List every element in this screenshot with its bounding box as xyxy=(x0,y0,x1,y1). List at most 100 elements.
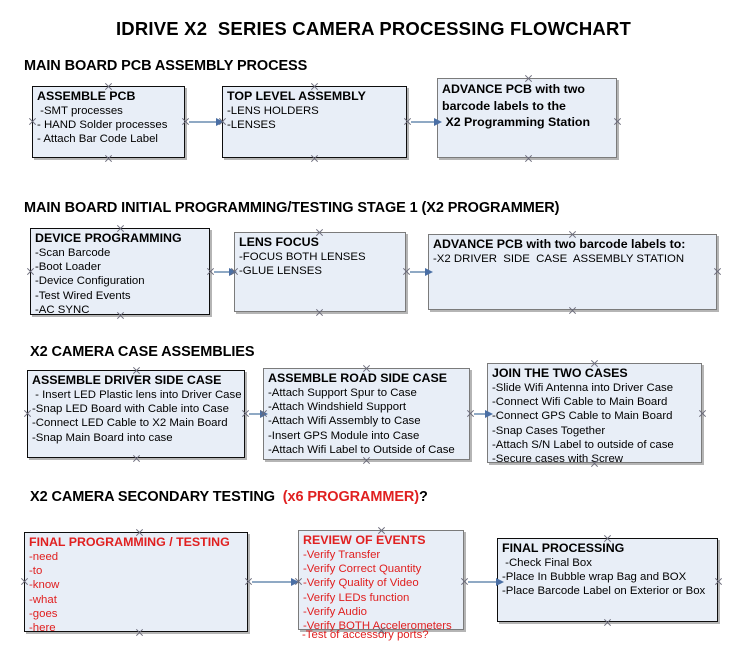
node-top-level-assembly[interactable]: TOP LEVEL ASSEMBLY -LENS HOLDERS -LENSES xyxy=(222,86,407,158)
connection-handle-bottom[interactable] xyxy=(378,627,385,634)
connection-handle-top[interactable] xyxy=(105,83,112,90)
node-review-of-events[interactable]: REVIEW OF EVENTS -Verify Transfer -Verif… xyxy=(298,530,464,633)
node-advance-pcb-programming-station[interactable]: ADVANCE PCB with two barcode labels to t… xyxy=(437,78,617,158)
connection-handle-right[interactable] xyxy=(245,578,252,585)
node-line: -Attach S/N Label to outside of case xyxy=(492,438,674,451)
node-line: -know xyxy=(29,579,60,592)
connection-handle-top[interactable] xyxy=(316,229,323,236)
connection-handle-left[interactable] xyxy=(260,410,267,417)
connection-handle-right[interactable] xyxy=(182,118,189,125)
section-heading-4: X2 CAMERA SECONDARY TESTING (x6 PROGRAMM… xyxy=(30,489,428,505)
node-line: -Verify Audio xyxy=(303,605,367,618)
node-line: -Verify Correct Quantity xyxy=(303,563,422,576)
node-line: -LENSES xyxy=(227,119,276,132)
connection-handle-right[interactable] xyxy=(404,118,411,125)
connection-handle-top[interactable] xyxy=(378,527,385,534)
connection-handle-left[interactable] xyxy=(21,578,28,585)
connection-handle-top[interactable] xyxy=(117,225,124,232)
node-line: -Boot Loader xyxy=(35,261,101,274)
connection-handle-top[interactable] xyxy=(604,535,611,542)
node-title: ADVANCE PCB with two xyxy=(442,82,585,96)
arrow-lens-focus-to-advance-pcb xyxy=(410,267,433,276)
connection-handle-left[interactable] xyxy=(24,410,31,417)
connection-handle-bottom[interactable] xyxy=(569,307,576,314)
node-line: - Attach Bar Code Label xyxy=(37,133,158,146)
node-lens-focus[interactable]: LENS FOCUS -FOCUS BOTH LENSES -GLUE LENS… xyxy=(234,232,406,312)
node-advance-pcb-driver-side-case[interactable]: ADVANCE PCB with two barcode labels to: … xyxy=(428,234,717,310)
connection-handle-right[interactable] xyxy=(461,578,468,585)
node-line: -to xyxy=(29,565,43,578)
section-heading-4-suffix: ? xyxy=(419,489,428,505)
section-heading-1: MAIN BOARD PCB ASSEMBLY PROCESS xyxy=(24,58,308,74)
arrow-final-programming-to-review-events xyxy=(252,577,299,586)
node-title: ASSEMBLE ROAD SIDE CASE xyxy=(268,371,447,385)
node-line: -X2 DRIVER SIDE CASE ASSEMBLY STATION xyxy=(433,253,685,265)
node-line: -Test Wired Events xyxy=(35,289,131,302)
node-overflow-line: -Test of accessory ports? xyxy=(302,629,429,641)
node-title: DEVICE PROGRAMMING xyxy=(35,231,182,245)
connection-handle-left[interactable] xyxy=(295,578,302,585)
section-heading-4-text: X2 CAMERA SECONDARY TESTING xyxy=(30,489,283,505)
arrow-top-level-to-advance-pcb xyxy=(411,117,442,126)
node-line: -Verify Quality of Video xyxy=(303,577,419,590)
connection-handle-right[interactable] xyxy=(403,268,410,275)
connection-handle-top[interactable] xyxy=(569,231,576,238)
page-title: IDRIVE X2 SERIES CAMERA PROCESSING FLOWC… xyxy=(115,18,632,39)
connection-handle-bottom[interactable] xyxy=(311,155,318,162)
node-line: -Scan Barcode xyxy=(35,247,111,259)
node-title: REVIEW OF EVENTS xyxy=(303,533,426,547)
connection-handle-bottom[interactable] xyxy=(133,455,140,462)
node-assemble-pcb[interactable]: ASSEMBLE PCB -SMT processes - HAND Solde… xyxy=(32,86,185,158)
connection-handle-top[interactable] xyxy=(136,529,143,536)
connection-handle-left[interactable] xyxy=(29,118,36,125)
connection-handle-top[interactable] xyxy=(525,75,532,82)
node-final-programming-testing[interactable]: FINAL PROGRAMMING / TESTING -need -to -k… xyxy=(24,532,248,635)
node-device-programming[interactable]: DEVICE PROGRAMMING -Scan Barcode -Boot L… xyxy=(30,228,210,316)
connection-handle-left[interactable] xyxy=(231,268,238,275)
connection-handle-right[interactable] xyxy=(715,578,722,585)
connection-handle-right[interactable] xyxy=(467,410,474,417)
connection-handle-right[interactable] xyxy=(207,268,214,275)
connection-handle-top[interactable] xyxy=(363,365,370,372)
node-title: ASSEMBLE DRIVER SIDE CASE xyxy=(32,373,222,387)
connection-handle-right[interactable] xyxy=(699,410,706,417)
node-line: -Insert GPS Module into Case xyxy=(268,429,420,442)
node-line: -Check Final Box xyxy=(502,557,592,569)
connection-handle-right[interactable] xyxy=(714,268,721,275)
node-line: -Slide Wifi Antenna into Driver Case xyxy=(492,382,674,394)
connection-handle-bottom[interactable] xyxy=(316,309,323,316)
connection-handle-right[interactable] xyxy=(242,410,249,417)
node-join-the-two-cases[interactable]: JOIN THE TWO CASES -Slide Wifi Antenna i… xyxy=(487,363,702,465)
connection-handle-bottom[interactable] xyxy=(591,460,598,467)
connection-handle-top[interactable] xyxy=(133,367,140,374)
node-line: -LENS HOLDERS xyxy=(227,105,319,117)
connection-handle-bottom[interactable] xyxy=(117,312,124,319)
node-assemble-road-side-case[interactable]: ASSEMBLE ROAD SIDE CASE -Attach Support … xyxy=(263,368,470,460)
connection-handle-right[interactable] xyxy=(614,118,621,125)
section-heading-3: X2 CAMERA CASE ASSEMBLIES xyxy=(30,344,255,360)
connection-handle-top[interactable] xyxy=(591,360,598,367)
node-line: - Insert LED Plastic lens into Driver Ca… xyxy=(32,389,242,401)
connection-handle-bottom[interactable] xyxy=(525,155,532,162)
node-line: -goes xyxy=(29,607,58,620)
node-line: -FOCUS BOTH LENSES xyxy=(239,251,366,263)
connection-handle-left[interactable] xyxy=(27,268,34,275)
node-line: -Verify LEDs function xyxy=(303,591,410,604)
connection-handle-top[interactable] xyxy=(311,83,318,90)
node-line: -what xyxy=(29,593,57,606)
connection-handle-left[interactable] xyxy=(219,118,226,125)
node-line: - HAND Solder processes xyxy=(37,119,168,132)
connection-handle-bottom[interactable] xyxy=(604,619,611,626)
node-line: -Device Configuration xyxy=(35,275,145,288)
connection-handle-bottom[interactable] xyxy=(136,629,143,636)
node-line: -Verify BOTH Accelerometers xyxy=(303,620,452,633)
connection-handle-bottom[interactable] xyxy=(363,457,370,464)
node-line: -here xyxy=(29,622,56,635)
node-line: -Connect GPS Cable to Main Board xyxy=(492,410,673,423)
node-final-processing[interactable]: FINAL PROCESSING -Check Final Box -Place… xyxy=(497,538,718,622)
node-line: -need xyxy=(29,551,59,563)
node-line: -Connect LED Cable to X2 Main Board xyxy=(32,417,228,430)
connection-handle-bottom[interactable] xyxy=(105,155,112,162)
node-assemble-driver-side-case[interactable]: ASSEMBLE DRIVER SIDE CASE - Insert LED P… xyxy=(27,370,245,458)
